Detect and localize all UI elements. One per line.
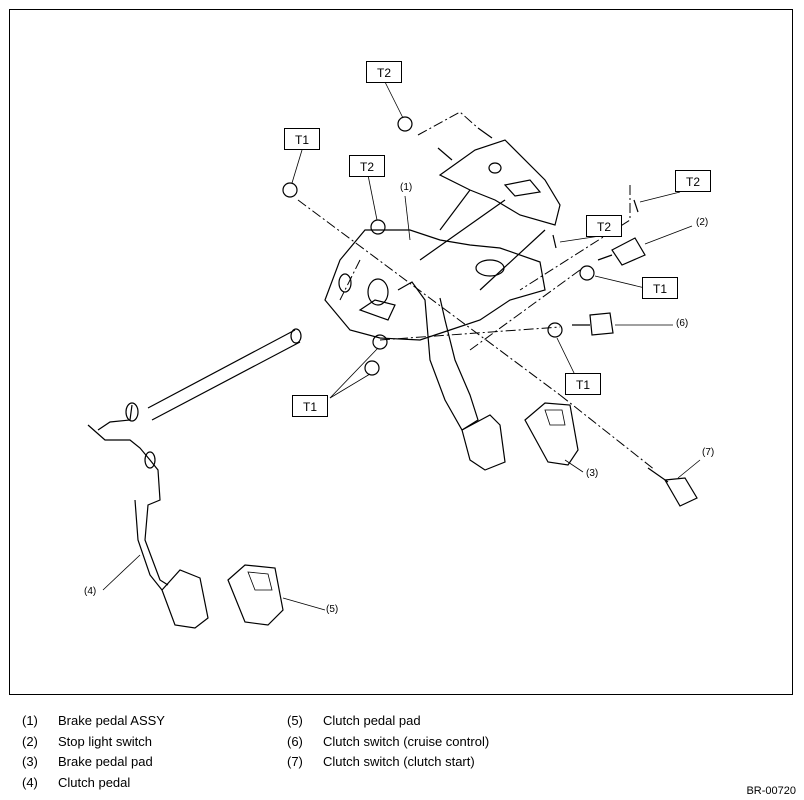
torque-label-t2: T2 xyxy=(675,170,711,192)
callout-3: (3) xyxy=(586,468,599,479)
legend-item: (1) Brake pedal ASSY xyxy=(22,713,165,728)
callout-6: (6) xyxy=(676,318,689,329)
pedal-assembly-drawing xyxy=(87,81,701,629)
torque-label-t2: T2 xyxy=(349,155,385,177)
torque-label-t2: T2 xyxy=(586,215,622,237)
legend-item: (4) Clutch pedal xyxy=(22,775,130,790)
legend-text: Clutch pedal xyxy=(58,775,131,790)
callout-1: (1) xyxy=(400,182,413,193)
legend-number: (7) xyxy=(287,754,303,769)
brake-pedal-assy-shape xyxy=(324,139,561,341)
torque-label-t1: T1 xyxy=(565,373,601,395)
legend-item: (7) Clutch switch (clutch start) xyxy=(287,754,475,769)
callout-7: (7) xyxy=(702,447,715,458)
diagram-frame xyxy=(9,9,793,695)
legend-number: (1) xyxy=(22,713,38,728)
clutch-pedal-shape xyxy=(87,402,209,629)
callout-2: (2) xyxy=(696,217,709,228)
legend-item: (2) Stop light switch xyxy=(22,734,152,749)
callout-5: (5) xyxy=(326,604,339,615)
legend-item: (5) Clutch pedal pad xyxy=(287,713,421,728)
brake-pedal-lever-shape xyxy=(397,281,506,471)
legend-number: (6) xyxy=(287,734,303,749)
torque-label-t1: T1 xyxy=(284,128,320,150)
torque-label-t1: T1 xyxy=(642,277,678,299)
legend-item: (3) Brake pedal pad xyxy=(22,754,153,769)
legend-item: (6) Clutch switch (cruise control) xyxy=(287,734,489,749)
brake-pedal-pad-shape xyxy=(524,402,579,466)
pedal-shaft-shape xyxy=(147,328,302,421)
torque-label-t1: T1 xyxy=(292,395,328,417)
fasteners xyxy=(282,116,639,376)
legend-number: (3) xyxy=(22,754,38,769)
clutch-pedal-pad-shape xyxy=(227,564,284,626)
assembly-lines xyxy=(297,111,656,471)
stop-light-switch-shape xyxy=(597,237,646,266)
legend-text: Stop light switch xyxy=(58,734,152,749)
legend-text: Brake pedal pad xyxy=(58,754,153,769)
callout-4: (4) xyxy=(84,586,97,597)
legend-number: (2) xyxy=(22,734,38,749)
torque-label-t2: T2 xyxy=(366,61,402,83)
legend-text: Clutch pedal pad xyxy=(323,713,421,728)
figure-id: BR-00720 xyxy=(746,785,796,797)
legend-text: Clutch switch (cruise control) xyxy=(323,734,490,749)
leader-lines xyxy=(102,81,701,611)
clutch-switch-start-shape xyxy=(647,467,698,507)
legend-number: (4) xyxy=(22,775,38,790)
legend-text: Brake pedal ASSY xyxy=(58,713,165,728)
legend-number: (5) xyxy=(287,713,303,728)
clutch-switch-cruise-shape xyxy=(572,312,614,336)
legend-text: Clutch switch (clutch start) xyxy=(323,754,475,769)
